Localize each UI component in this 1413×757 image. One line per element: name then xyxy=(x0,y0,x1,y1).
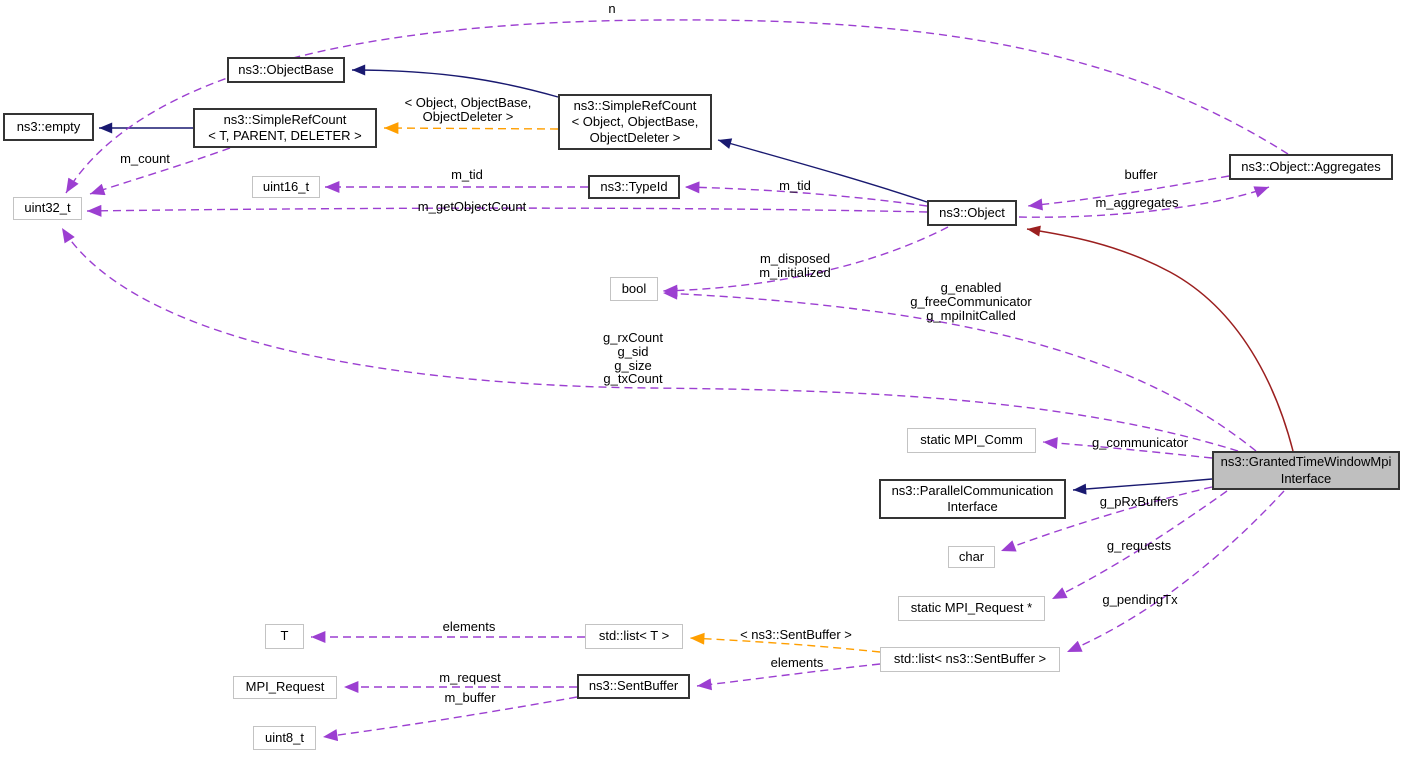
edge-label-m-tid-right: m_tid xyxy=(779,178,811,193)
edge-label-g-communicator: g_communicator xyxy=(1091,435,1189,450)
node-ns3-parallelcommunicationinterface[interactable]: ns3::ParallelCommunication Interface xyxy=(879,479,1066,519)
edge-label-g-pendingtx: g_pendingTx xyxy=(1102,592,1178,607)
edge-label-m-aggregates: m_aggregates xyxy=(1095,195,1179,210)
node-ns3-simplerefcount-t[interactable]: ns3::SimpleRefCount < T, PARENT, DELETER… xyxy=(193,108,377,148)
edge-label-buffer: buffer xyxy=(1124,167,1158,182)
edge-label-n: n xyxy=(608,1,616,16)
edge-usage-sentbuffer-uint8-mbuffer xyxy=(322,696,578,742)
edge-usage-main-mpireqptr-grequests xyxy=(1051,490,1228,600)
edge-label-m-disposed: m_disposed m_initialized xyxy=(759,251,831,280)
edge-usage-object-typeid-mtid xyxy=(684,181,928,207)
node-ns3-simplerefcount-object[interactable]: ns3::SimpleRefCount < Object, ObjectBase… xyxy=(558,94,712,150)
node-ns3-empty[interactable]: ns3::empty xyxy=(3,113,94,141)
edge-usage-aggregates-uint32-n xyxy=(65,19,1289,194)
node-bool: bool xyxy=(610,277,658,301)
edge-label-template-object: < Object, ObjectBase, ObjectDeleter > xyxy=(404,95,532,124)
edge-inherit-main-parallel xyxy=(1072,478,1213,495)
edge-template-simplerefobj-simplereft xyxy=(383,122,559,135)
edge-usage-simplereft-uint32-mcount xyxy=(89,147,231,196)
node-ns3-sentbuffer[interactable]: ns3::SentBuffer xyxy=(577,674,690,699)
node-char: char xyxy=(948,546,995,568)
edge-label-m-count: m_count xyxy=(120,151,170,166)
node-mpi-request: MPI_Request xyxy=(233,676,337,699)
node-static-mpi-request-ptr: static MPI_Request * xyxy=(898,596,1045,621)
edge-label-g-enabled: g_enabled g_freeCommunicator g_mpiInitCa… xyxy=(910,280,1032,323)
edge-usage-main-char-gprxbuffers xyxy=(1000,486,1213,552)
node-uint8-t: uint8_t xyxy=(253,726,316,750)
edge-inherit-main-object xyxy=(1026,225,1294,452)
edge-label-g-prxbuffers: g_pRxBuffers xyxy=(1099,494,1179,509)
edge-inherit-simplerefobj-objectbase xyxy=(351,64,559,98)
edge-usage-main-listsent-gpendingtx xyxy=(1066,490,1285,653)
edge-usage-object-bool-disposed xyxy=(662,226,949,297)
edge-usage-object-uint32-getobjectcount xyxy=(86,204,928,217)
edge-label-template-sentbuffer: < ns3::SentBuffer > xyxy=(740,627,852,642)
edge-usage-main-uint32-grx xyxy=(61,227,1239,452)
node-std-list-sentbuffer: std::list< ns3::SentBuffer > xyxy=(880,647,1060,672)
edge-usage-main-bool-genabled xyxy=(662,287,1257,452)
node-t: T xyxy=(265,624,304,649)
node-ns3-grantedtimewindowmpiinterface: ns3::GrantedTimeWindowMpi Interface xyxy=(1212,451,1400,490)
edge-label-g-rx: g_rxCount g_sid g_size g_txCount xyxy=(603,330,663,387)
node-static-mpi-comm: static MPI_Comm xyxy=(907,428,1036,453)
edge-label-m-request: m_request xyxy=(439,670,501,685)
node-ns3-object-aggregates[interactable]: ns3::Object::Aggregates xyxy=(1229,154,1393,180)
edge-label-g-requests: g_requests xyxy=(1106,538,1172,553)
edge-label-m-buffer: m_buffer xyxy=(444,690,496,705)
edge-inherit-object-simplerefobj xyxy=(717,138,928,203)
edge-template-listsent-listt xyxy=(689,632,881,653)
node-ns3-objectbase[interactable]: ns3::ObjectBase xyxy=(227,57,345,83)
node-ns3-object[interactable]: ns3::Object xyxy=(927,200,1017,226)
node-uint32-t: uint32_t xyxy=(13,197,82,220)
edge-usage-main-mpicomm-gcommunicator xyxy=(1042,437,1213,459)
edge-label-m-getobjectcount: m_getObjectCount xyxy=(417,199,527,214)
node-std-list-t: std::list< T > xyxy=(585,624,683,649)
node-uint16-t: uint16_t xyxy=(252,176,320,198)
edge-usage-aggregates-object-buffer xyxy=(1027,175,1230,211)
edge-label-elements-list-t: elements xyxy=(442,619,496,634)
edge-label-elements-sentbuffer: elements xyxy=(770,655,824,670)
edge-usage-listsent-sentbuffer-elements xyxy=(696,663,881,691)
edge-label-m-tid-left: m_tid xyxy=(451,167,483,182)
node-ns3-typeid[interactable]: ns3::TypeId xyxy=(588,175,680,199)
